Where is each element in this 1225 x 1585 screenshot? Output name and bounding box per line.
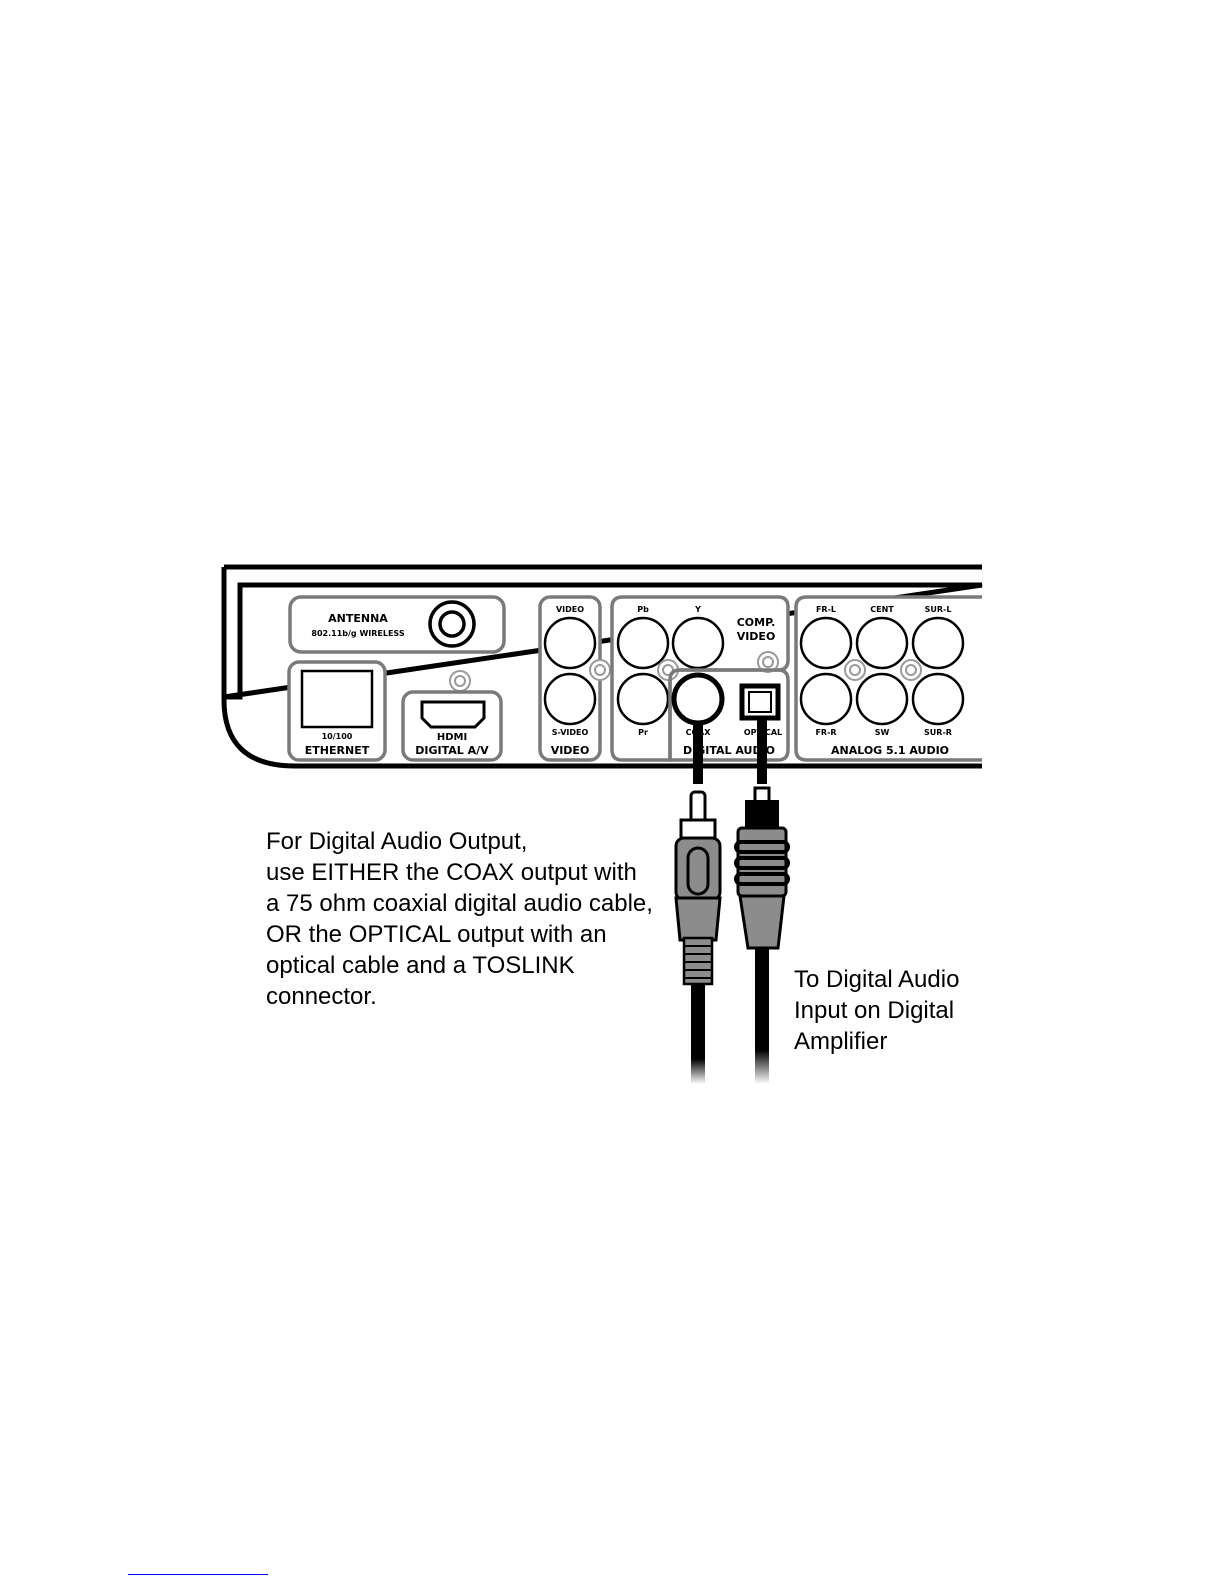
caption-line: To Digital Audio [794,966,959,993]
caption-line: use EITHER the COAX output with [266,859,637,886]
toslink-plug-icon [734,786,790,950]
hdmi-jack-icon [420,700,486,729]
video-port-group: VIDEO S-VIDEO VIDEO [538,595,611,762]
cent-jack-icon [855,616,909,670]
sur-l-jack-icon [911,616,965,670]
rca-plug-icon [674,790,722,986]
pb-label: Pb [637,605,649,614]
destination-caption: To Digital Audio Input on Digital Amplif… [794,966,959,1055]
caption-line: connector. [266,983,377,1010]
coax-jack-icon [671,672,725,726]
digital-av-label: DIGITAL A/V [415,744,489,757]
caption-line: a 75 ohm coaxial digital audio cable, [266,890,653,917]
device-rear-panel [221,564,983,769]
sur-l-label: SUR-L [925,605,952,614]
digital-audio-group: COAX OPTICAL DIGITAL AUDIO [668,668,790,762]
pr-jack-icon [616,672,670,726]
antenna-port-group: ANTENNA 802.11b/g WIRELESS [288,595,506,692]
caption-line: Amplifier [794,1028,887,1055]
analog-audio-group: FR-L CENT SUR-L FR-R SW SUR-R ANALOG 5.1… [794,595,982,762]
sur-r-label: SUR-R [924,728,952,737]
ethernet-port-group: 10/100 ETHERNET [287,660,387,762]
coax-cable-lead [693,724,703,784]
cent-label: CENT [870,605,894,614]
sw-jack-icon [855,672,909,726]
hdmi-logo: HDMI [437,732,467,743]
fr-l-jack-icon [799,616,853,670]
antenna-label: ANTENNA [328,612,388,625]
ethernet-jack-icon [300,669,374,729]
svideo-label: S-VIDEO [552,728,589,737]
caption-line: OR the OPTICAL output with an [266,921,607,948]
caption-line: Input on Digital [794,997,954,1024]
svideo-jack-icon [543,672,597,726]
hdmi-port-group: HDMI DIGITAL A/V [401,690,503,762]
video-jack-icon [543,616,597,670]
pb-jack-icon [616,616,670,670]
sw-label: SW [875,728,890,737]
ethernet-speed-label: 10/100 [322,732,353,741]
caption-line: optical cable and a TOSLINK [266,952,575,979]
video-group-label: VIDEO [551,744,590,757]
optical-cable-lead [757,718,767,784]
comp-label-line2: VIDEO [737,630,776,643]
ethernet-label: ETHERNET [305,744,370,757]
instruction-caption: For Digital Audio Output, use EITHER the… [266,828,653,1010]
caption-line: For Digital Audio Output, [266,828,527,855]
antenna-sublabel: 802.11b/g WIRELESS [311,629,404,638]
fr-r-jack-icon [799,672,853,726]
y-label: Y [694,605,701,614]
digital-audio-label: DIGITAL AUDIO [683,744,775,757]
pr-label: Pr [638,728,648,737]
coax-cable [691,984,705,1084]
footer-rule [128,1574,268,1575]
sur-r-jack-icon [911,672,965,726]
optical-cable [755,948,769,1084]
fr-r-label: FR-R [815,728,836,737]
fr-l-label: FR-L [816,605,836,614]
y-jack-icon [671,616,725,670]
video-top-label: VIDEO [556,605,584,614]
comp-label-line1: COMP. [737,616,776,629]
analog-audio-label: ANALOG 5.1 AUDIO [831,744,949,757]
